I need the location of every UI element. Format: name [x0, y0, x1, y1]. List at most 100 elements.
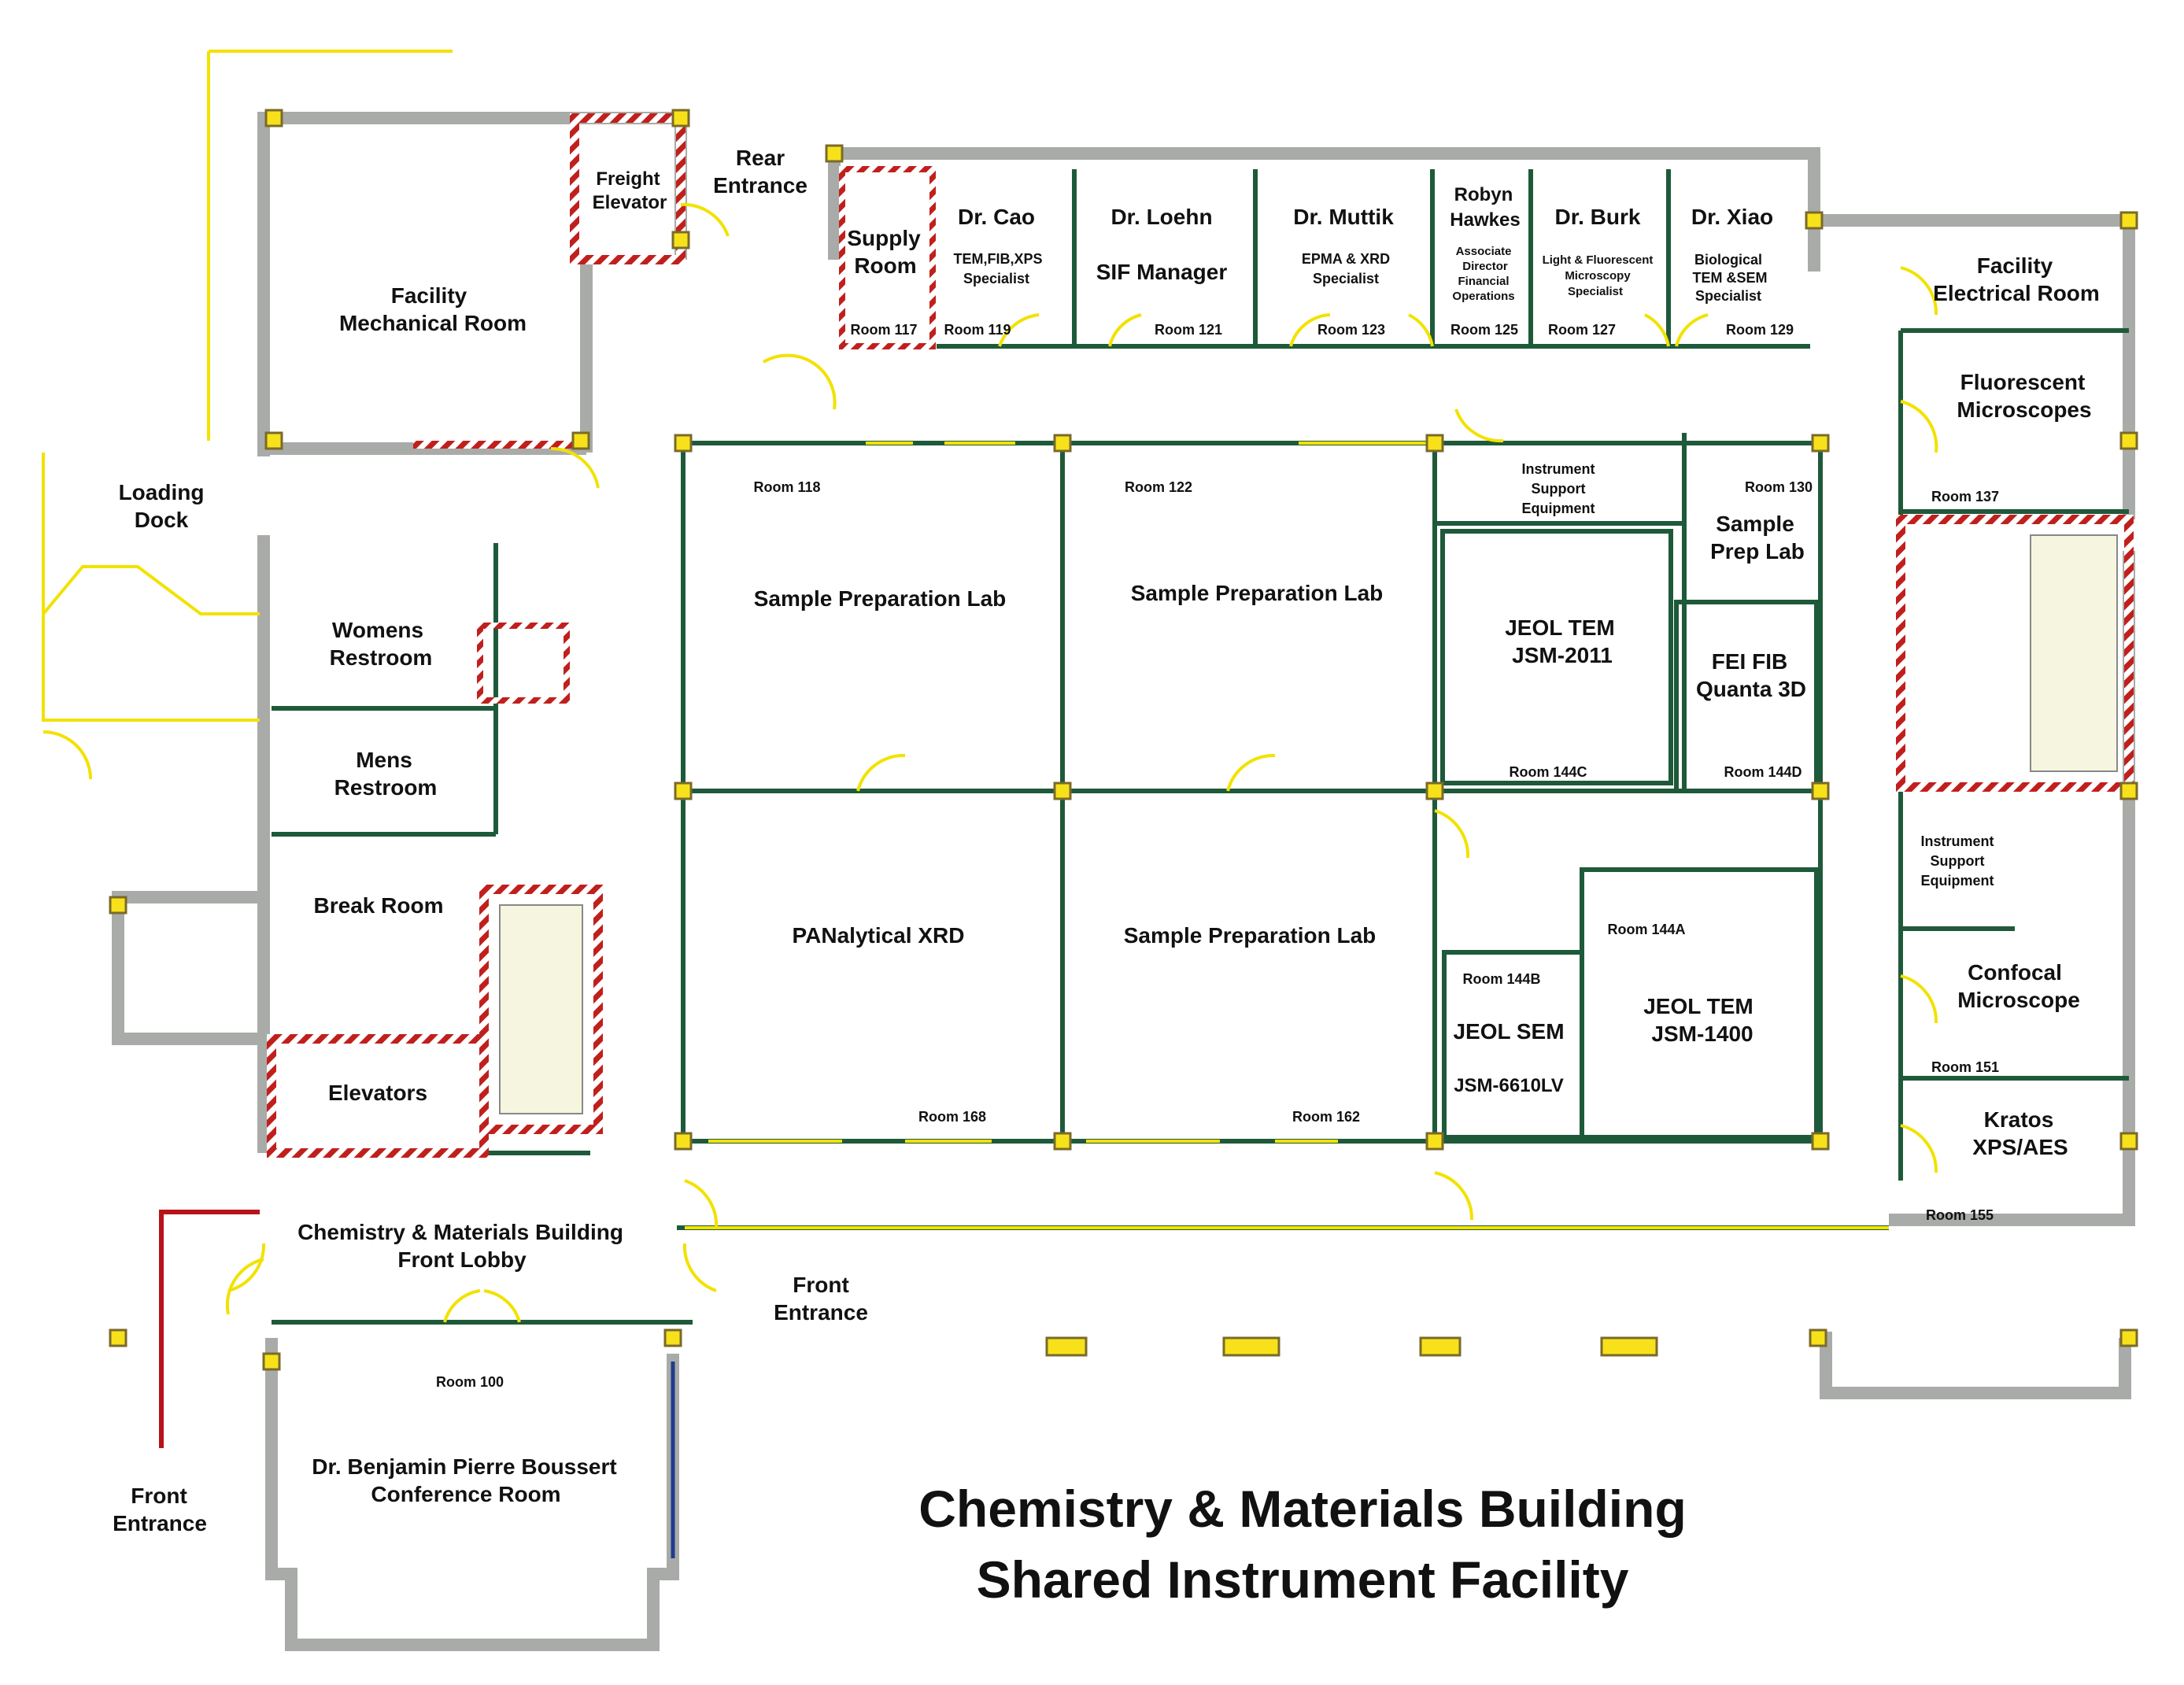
elevators-label: Elevators — [328, 1081, 427, 1105]
plan-subtitle: Shared Instrument Facility — [977, 1550, 1629, 1609]
fluorescent-microscopes-label: Fluorescent — [1960, 370, 2086, 394]
front-entrance-left-label: Front — [131, 1484, 187, 1508]
column — [1811, 434, 1830, 453]
supply-room-frame — [839, 166, 936, 349]
office-role: Light & Fluorescent — [1543, 253, 1654, 267]
instrument-label: JEOL SEM — [1453, 1019, 1564, 1044]
loading-dock — [42, 50, 453, 722]
door — [1900, 400, 1938, 453]
mechanical-room-label: Mechanical Room — [339, 311, 527, 335]
office-room-number: Room 119 — [944, 322, 1011, 338]
column — [2119, 1132, 2138, 1151]
confocal-label: Confocal — [1968, 960, 2062, 985]
door — [227, 1243, 266, 1292]
loading-dock-label: Dock — [135, 508, 189, 532]
office-name: Dr. Loehn — [1110, 205, 1212, 229]
dock-barrier — [42, 453, 260, 722]
column — [2119, 782, 2138, 800]
tem-1400-room — [1580, 867, 1819, 1140]
support-equipment-label: Equipment — [1522, 501, 1595, 516]
lobby-label: Chemistry & Materials Building — [297, 1220, 623, 1244]
column — [1425, 1132, 1444, 1151]
column — [825, 144, 844, 163]
fluorescent-room-number: Room 137 — [1931, 489, 1999, 504]
instrument-label: JEOL TEM — [1505, 615, 1615, 640]
freight-elevator-label: Elevator — [593, 192, 667, 213]
lab-room-number: Room 118 — [753, 479, 820, 495]
office-role: Biological — [1694, 252, 1762, 268]
front-entrance-label: Entrance — [774, 1300, 868, 1325]
door — [1675, 313, 1709, 347]
electrical-room-label: Facility — [1977, 253, 2053, 278]
supply-room-label: Supply — [847, 226, 921, 250]
column — [674, 434, 693, 453]
column — [1600, 1336, 1658, 1357]
door — [998, 313, 1040, 347]
conference-room-label: Conference Room — [371, 1482, 560, 1506]
kratos-room-number: Room 155 — [1926, 1207, 1994, 1223]
front-entrance-railing — [159, 1210, 260, 1448]
instrument-label: Quanta 3D — [1696, 677, 1806, 701]
door — [1454, 408, 1504, 443]
door — [443, 1289, 481, 1323]
instrument-label: JSM-2011 — [1512, 643, 1613, 667]
column — [1805, 211, 1824, 230]
column — [1809, 1328, 1827, 1347]
confocal-room-number: Room 151 — [1931, 1059, 1999, 1075]
plan-title: Chemistry & Materials Building — [918, 1480, 1687, 1538]
office-name: Dr. Burk — [1555, 205, 1641, 229]
office-role: TEM &SEM — [1692, 270, 1767, 286]
hatched-walls — [267, 113, 2134, 1158]
column — [1811, 782, 1830, 800]
lab-room-number: Room 144A — [1607, 922, 1685, 937]
support-equipment-label: Support — [1931, 853, 1985, 869]
office-role: SIF Manager — [1096, 260, 1228, 284]
lobby-label: Front Lobby — [397, 1247, 527, 1272]
womens-restroom-label: Womens — [332, 618, 423, 642]
door — [1900, 266, 1938, 316]
door — [1644, 313, 1670, 347]
column — [571, 431, 590, 450]
dock-bumpers — [42, 565, 260, 615]
office-role: Operations — [1452, 290, 1514, 303]
labels: Loading Dock Facility Mechanical Room Fr… — [113, 146, 2100, 1609]
office-room-number: Room 125 — [1450, 322, 1518, 338]
office-role: TEM,FIB,XPS — [953, 251, 1042, 267]
lab-room-number: Room 162 — [1292, 1109, 1360, 1125]
door — [680, 202, 730, 237]
interior-walls — [272, 169, 2129, 1325]
mens-restroom-label: Restroom — [334, 775, 438, 800]
office-role: Specialist — [1695, 288, 1761, 304]
door — [42, 730, 92, 780]
tem-2011-room — [1440, 529, 1673, 785]
column — [1425, 434, 1444, 453]
column — [2119, 211, 2138, 230]
break-room-label: Break Room — [314, 893, 444, 918]
column — [1045, 1336, 1088, 1357]
column — [1053, 1132, 1072, 1151]
door — [1434, 809, 1470, 859]
door — [1226, 753, 1276, 792]
column — [1425, 782, 1444, 800]
loading-dock-label: Loading — [119, 480, 205, 504]
kratos-label: Kratos — [1984, 1107, 2054, 1132]
supply-room-number: Room 117 — [850, 322, 917, 338]
door — [856, 753, 906, 792]
office-role: Financial — [1458, 275, 1509, 288]
column — [674, 782, 693, 800]
stair-frame-west — [479, 885, 603, 1134]
elevator-frame — [267, 1034, 489, 1158]
conference-room-label: Dr. Benjamin Pierre Boussert — [312, 1454, 616, 1479]
doors — [42, 202, 1938, 1323]
office-role: Specialist — [1313, 271, 1379, 286]
column — [264, 109, 283, 127]
column — [264, 431, 283, 450]
column — [671, 231, 690, 249]
instrument-label: JSM-6610LV — [1454, 1075, 1564, 1096]
lab-room-number: Room 130 — [1745, 479, 1813, 495]
lab-name: Sample Preparation Lab — [754, 586, 1007, 611]
office-room-number: Room 127 — [1548, 322, 1616, 338]
door — [1108, 313, 1142, 347]
womens-restroom-label: Restroom — [330, 645, 433, 670]
door — [1289, 313, 1331, 347]
